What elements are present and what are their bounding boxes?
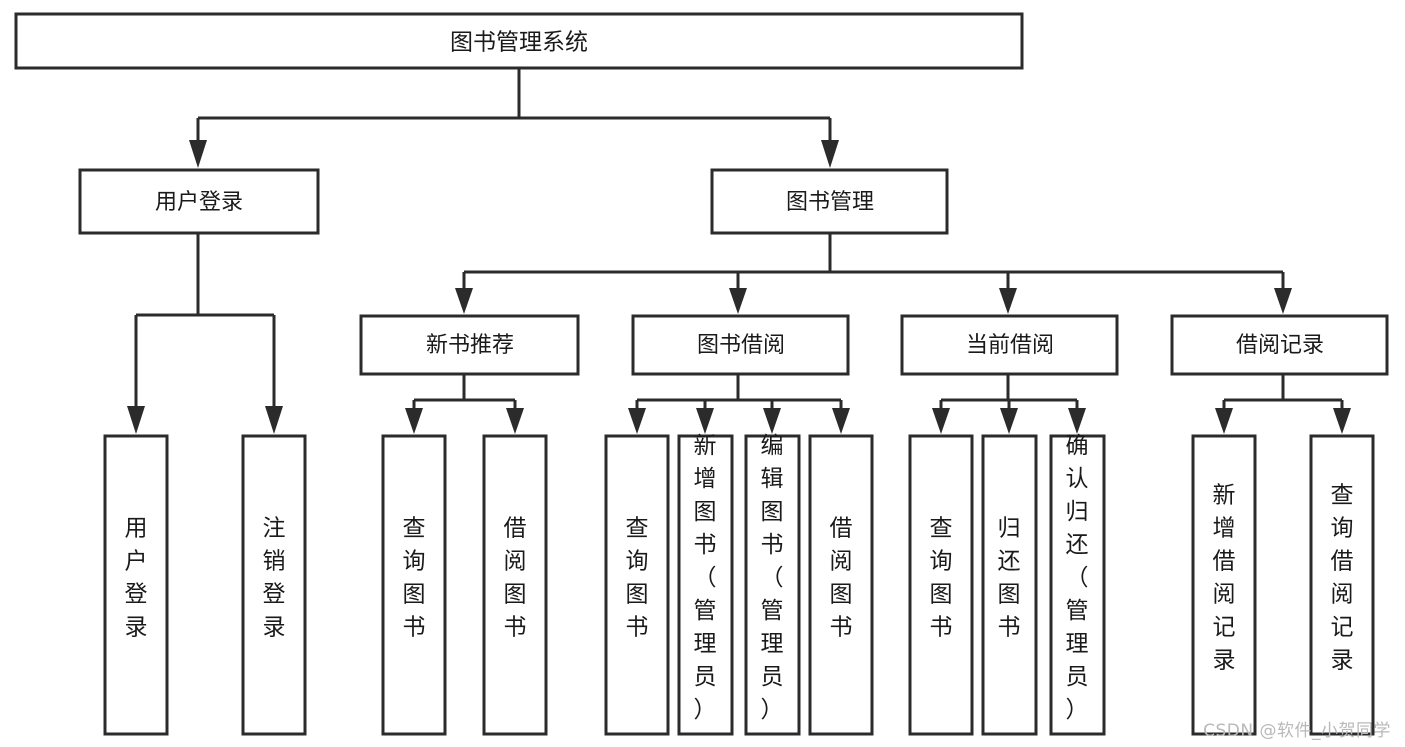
connector-group-new-book-recommend <box>405 374 524 434</box>
node-book-manage[interactable]: 图书管理 <box>710 168 949 235</box>
leaf-add-record-label: 新增借阅记录 <box>1213 483 1236 674</box>
node-new-book-recommend-box[interactable] <box>359 314 580 376</box>
node-user-login-label: 用户登录 <box>155 190 243 215</box>
leaf-query-book-3-box[interactable] <box>908 434 974 736</box>
node-user-login-box[interactable] <box>78 168 320 235</box>
arrow-head-leaf-user-login <box>127 406 145 434</box>
leaf-query-book-1-box[interactable] <box>381 434 447 736</box>
connector-group-user-login <box>127 233 283 434</box>
leaf-query-book-3[interactable]: 查询图书 <box>908 434 974 736</box>
arrow-head-leaf-query-book-2 <box>628 408 646 434</box>
arrow-head-current-borrow <box>999 288 1017 314</box>
node-book-borrow-box[interactable] <box>631 314 850 376</box>
node-book-borrow-label: 图书借阅 <box>697 333 785 358</box>
arrow-head-leaf-logout <box>265 406 283 434</box>
leaf-query-book-3-label: 查询图书 <box>930 516 953 641</box>
arrow-head-book-borrow <box>729 288 747 314</box>
leaf-query-record[interactable]: 查询借阅记录 <box>1309 434 1375 736</box>
node-borrow-record[interactable]: 借阅记录 <box>1170 314 1389 376</box>
node-book-borrow[interactable]: 图书借阅 <box>631 314 850 376</box>
leaf-add-book-box[interactable] <box>677 434 734 736</box>
leaf-confirm-return[interactable]: 确认归还（管理员） <box>1049 433 1106 736</box>
leaf-return-book-label: 归还图书 <box>998 516 1021 641</box>
node-root-label: 图书管理系统 <box>450 30 588 56</box>
arrow-head-leaf-add-record <box>1215 408 1233 434</box>
leaf-return-book-box[interactable] <box>981 434 1038 736</box>
leaf-add-record[interactable]: 新增借阅记录 <box>1191 434 1257 736</box>
leaf-confirm-return-label: 确认归还（管理员） <box>1066 433 1089 723</box>
arrow-head-leaf-return-book <box>1000 408 1018 434</box>
node-book-manage-box[interactable] <box>710 168 949 235</box>
connector-group-book-borrow <box>628 374 850 434</box>
leaf-borrow-book-1-label: 借阅图书 <box>504 516 527 641</box>
arrow-head-book-manage <box>821 140 839 168</box>
node-root[interactable]: 图书管理系统 <box>14 12 1024 70</box>
arrow-head-leaf-query-record <box>1333 408 1351 434</box>
leaf-query-book-2-label: 查询图书 <box>626 516 649 641</box>
csdn-watermark: CSDN @软件_小贺同学 <box>1203 721 1391 741</box>
node-current-borrow-label: 当前借阅 <box>966 333 1054 358</box>
arrow-head-leaf-borrow-book-2 <box>832 408 850 434</box>
arrow-head-leaf-confirm-return <box>1068 408 1086 434</box>
leaf-confirm-return-box[interactable] <box>1049 434 1106 736</box>
leaf-query-record-box[interactable] <box>1309 434 1375 736</box>
leaf-add-book-label: 新增图书（管理员） <box>694 433 717 723</box>
node-borrow-record-box[interactable] <box>1170 314 1389 376</box>
leaf-query-record-label: 查询借阅记录 <box>1331 483 1354 674</box>
node-new-book-recommend[interactable]: 新书推荐 <box>359 314 580 376</box>
connector-group-borrow-record <box>1215 374 1351 434</box>
node-current-borrow[interactable]: 当前借阅 <box>900 314 1119 376</box>
leaf-query-book-2-box[interactable] <box>604 434 670 736</box>
leaf-logout-label: 注销登录 <box>263 516 286 641</box>
leaf-query-book-2[interactable]: 查询图书 <box>604 434 670 736</box>
leaf-borrow-book-2-label: 借阅图书 <box>830 516 853 641</box>
node-current-borrow-box[interactable] <box>900 314 1119 376</box>
leaf-logout-box[interactable] <box>241 434 307 736</box>
leaf-logout[interactable]: 注销登录 <box>241 434 307 736</box>
node-user-login[interactable]: 用户登录 <box>78 168 320 235</box>
leaf-user-login-box[interactable] <box>103 434 169 736</box>
connector-group-root <box>189 68 839 168</box>
node-book-manage-label: 图书管理 <box>786 190 874 215</box>
leaf-edit-book-label: 编辑图书（管理员） <box>761 433 784 723</box>
connector-group-current-borrow <box>932 374 1086 434</box>
leaf-edit-book-box[interactable] <box>744 434 801 736</box>
leaf-query-book-1[interactable]: 查询图书 <box>381 434 447 736</box>
arrow-head-user-login <box>189 140 207 168</box>
leaf-return-book[interactable]: 归还图书 <box>981 434 1038 736</box>
leaf-borrow-book-1-box[interactable] <box>482 434 548 736</box>
arrow-head-leaf-query-book-3 <box>932 408 950 434</box>
leaf-user-login-label: 用户登录 <box>125 516 148 641</box>
leaf-borrow-book-1[interactable]: 借阅图书 <box>482 434 548 736</box>
connector-group-book-manage <box>455 233 1292 314</box>
arrow-head-leaf-query-book-1 <box>405 408 423 434</box>
leaf-borrow-book-2-box[interactable] <box>808 434 874 736</box>
arrow-head-borrow-record <box>1274 288 1292 314</box>
arrow-head-leaf-edit-book <box>763 408 781 434</box>
arrow-head-new-book-recommend <box>455 288 473 314</box>
leaf-query-book-1-label: 查询图书 <box>403 516 426 641</box>
leaf-add-book[interactable]: 新增图书（管理员） <box>677 433 734 736</box>
node-root-box[interactable] <box>14 12 1024 70</box>
leaf-borrow-book-2[interactable]: 借阅图书 <box>808 434 874 736</box>
leaf-edit-book[interactable]: 编辑图书（管理员） <box>744 433 801 736</box>
node-new-book-recommend-label: 新书推荐 <box>426 333 514 358</box>
node-borrow-record-label: 借阅记录 <box>1236 333 1324 358</box>
leaf-add-record-box[interactable] <box>1191 434 1257 736</box>
leaf-user-login[interactable]: 用户登录 <box>103 434 169 736</box>
arrow-head-leaf-add-book <box>696 408 714 434</box>
arrow-head-leaf-borrow-book-1 <box>506 408 524 434</box>
